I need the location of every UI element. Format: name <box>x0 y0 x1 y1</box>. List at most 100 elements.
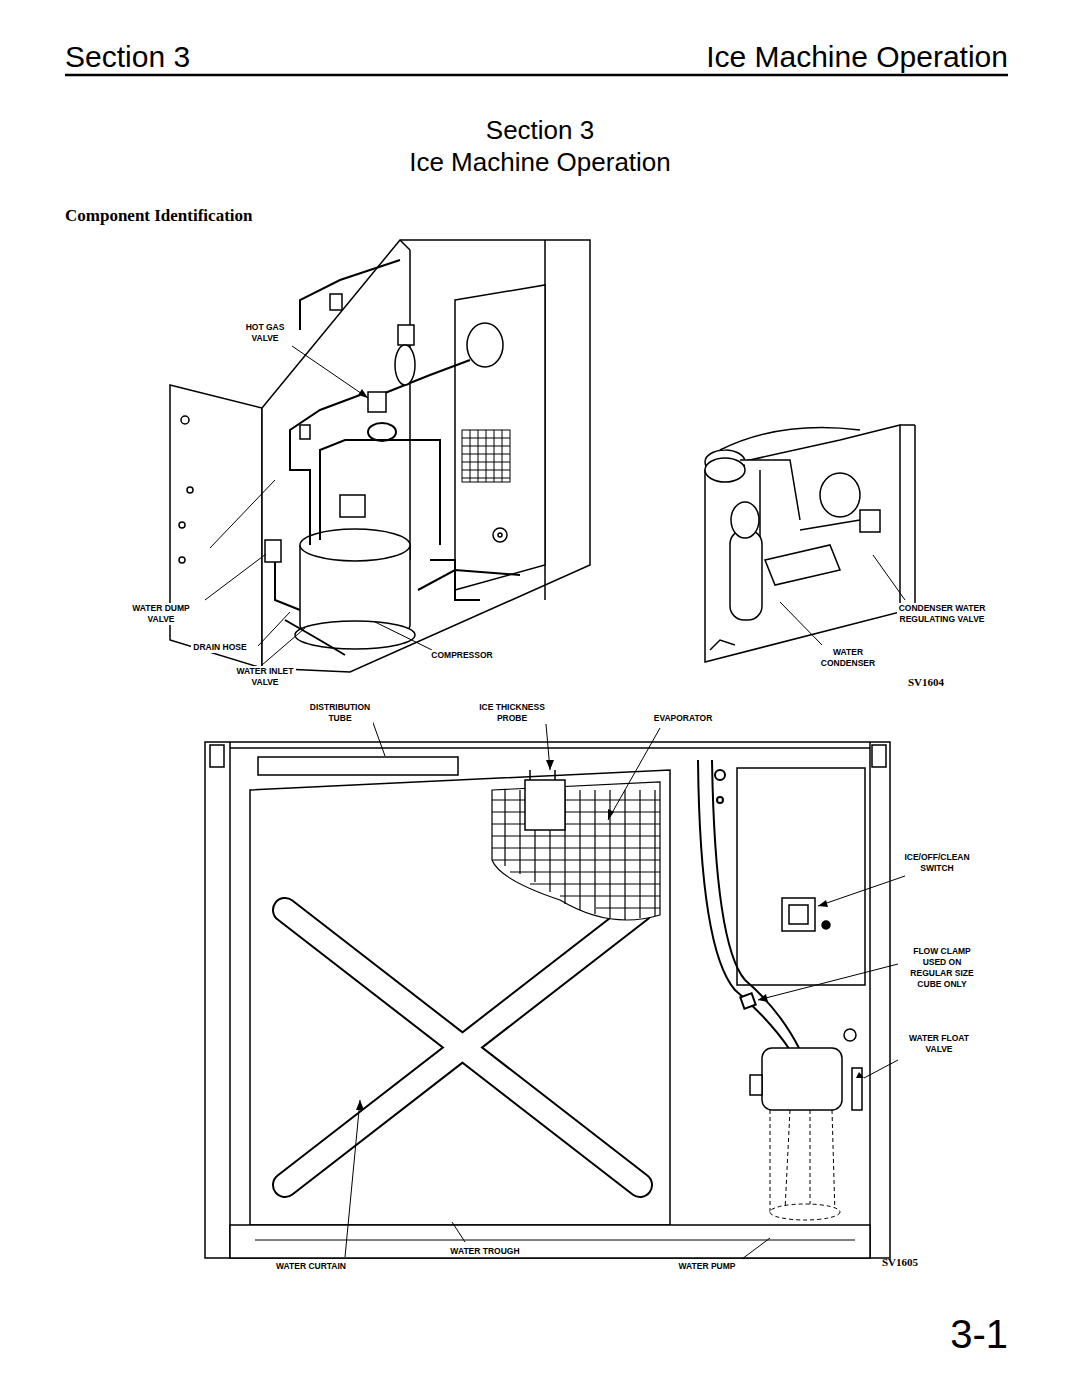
running-header: Section 3 <box>65 40 365 73</box>
refrigeration-tubing-drawing <box>380 360 470 395</box>
front-frame-drawing <box>229 742 231 1258</box>
figure-number: SV1605 <box>882 1256 942 1268</box>
part-label: CONDENSER WATER REGULATING VALVE <box>897 603 988 625</box>
leader-line <box>758 964 898 1000</box>
water-cooled-unit-drawing <box>820 473 860 517</box>
front-frame-drawing <box>230 747 870 749</box>
water-cooled-unit-drawing <box>705 425 915 662</box>
hose-drawing <box>698 760 800 1050</box>
water-cooled-unit-drawing <box>730 530 762 620</box>
hose-drawing <box>717 797 723 803</box>
evaporator-cutaway-drawing <box>530 770 555 780</box>
machine-cabinet-drawing <box>262 240 590 672</box>
machine-cabinet-drawing <box>181 416 189 424</box>
part-label: WATER CONDENSER <box>819 647 878 669</box>
arrowhead <box>818 900 828 907</box>
machine-cabinet-drawing <box>409 250 411 560</box>
part-label: WATER DUMP VALVE <box>130 603 192 625</box>
leader-line <box>873 555 905 600</box>
front-frame-drawing <box>872 745 886 767</box>
leader-line <box>345 1100 360 1257</box>
leader-line <box>372 720 385 756</box>
part-label: COMPRESSOR <box>429 650 495 661</box>
valve-drawing <box>265 294 503 562</box>
evaporator-cutaway-drawing <box>492 800 660 908</box>
evaporator-cutaway-drawing <box>525 780 565 830</box>
part-label: HOT GAS VALVE <box>244 322 287 344</box>
leader-line <box>780 602 822 645</box>
part-label: WATER PUMP <box>677 1261 738 1272</box>
evaporator-cutaway-drawing <box>492 782 660 920</box>
water-curtain-drawing <box>250 770 670 1225</box>
leader-line <box>864 1060 898 1078</box>
part-label: EVAPORATOR <box>652 713 715 724</box>
valve-drawing <box>398 325 414 345</box>
arrowhead <box>608 809 614 820</box>
running-header: Ice Machine Operation <box>608 40 1008 73</box>
water-cooled-unit-drawing <box>900 424 915 426</box>
front-frame-drawing <box>205 742 890 1258</box>
machine-cabinet-drawing <box>400 240 410 250</box>
compressor-drawing <box>295 495 415 649</box>
arrowhead <box>356 389 864 1110</box>
leader-line <box>205 554 266 600</box>
part-label: ICE THICKNESS PROBE <box>477 702 547 724</box>
valve-drawing <box>467 323 503 367</box>
machine-cabinet-drawing <box>170 385 262 668</box>
water-cooled-unit-drawing <box>860 510 880 532</box>
machine-cabinet-drawing <box>455 285 545 590</box>
hose-drawing <box>740 993 755 1008</box>
control-box-drawing <box>737 768 865 985</box>
hose-drawing <box>715 770 725 780</box>
distribution-tube-drawing <box>258 757 458 775</box>
water-curtain-drawing <box>285 910 640 1185</box>
leader-line <box>292 346 368 398</box>
condenser-grid-drawing <box>462 430 510 482</box>
water-pump-drawing <box>750 1029 862 1220</box>
part-label: WATER CURTAIN <box>274 1261 349 1272</box>
front-frame-drawing <box>205 742 890 1258</box>
control-box-drawing <box>789 905 808 924</box>
part-label: ICE/OFF/CLEAN SWITCH <box>902 852 972 874</box>
part-label: WATER FLOAT VALVE <box>907 1033 972 1055</box>
water-cooled-unit-drawing <box>705 458 745 482</box>
water-cooled-unit-drawing <box>720 428 860 451</box>
page-number: 3-1 <box>888 1312 1008 1356</box>
refrigeration-tubing-drawing <box>290 395 360 545</box>
arrowhead <box>758 994 768 1002</box>
hose-drawing <box>712 760 800 1050</box>
condenser-grid-drawing <box>462 430 510 482</box>
water-pump-drawing <box>762 1048 842 1110</box>
machine-cabinet-drawing <box>498 533 502 537</box>
water-trough-drawing <box>255 1240 855 1241</box>
control-box-drawing <box>822 921 830 929</box>
water-cooled-unit-drawing <box>710 640 735 650</box>
condenser-grid-drawing <box>462 430 510 482</box>
arrowhead <box>546 760 554 770</box>
leader-line <box>452 1222 465 1242</box>
water-curtain-drawing <box>250 770 670 1225</box>
section-title: Section 3 <box>390 116 690 145</box>
water-trough-drawing <box>230 1225 870 1258</box>
leader-line <box>742 1238 770 1259</box>
arrowhead <box>358 389 368 398</box>
water-cooled-unit-drawing <box>731 502 759 538</box>
part-label: DISTRIBUTION TUBE <box>308 702 373 724</box>
leader-line <box>262 628 305 665</box>
header-rule <box>65 74 1008 77</box>
header-rule <box>65 74 1008 76</box>
valve-drawing <box>330 294 342 310</box>
refrigeration-tubing-drawing <box>368 423 396 441</box>
water-curtain-drawing <box>285 910 640 1185</box>
water-cooled-unit-drawing <box>800 520 860 530</box>
water-trough-drawing <box>230 1225 870 1258</box>
front-frame-drawing <box>869 742 871 1258</box>
refrigeration-tubing-drawing <box>320 440 440 545</box>
leader-line <box>375 622 432 650</box>
water-pump-drawing <box>750 1075 762 1095</box>
leader-line <box>818 876 905 906</box>
water-cooled-unit-drawing <box>765 545 840 585</box>
refrigeration-tubing-drawing <box>300 260 400 330</box>
water-pump-drawing <box>770 1204 840 1220</box>
